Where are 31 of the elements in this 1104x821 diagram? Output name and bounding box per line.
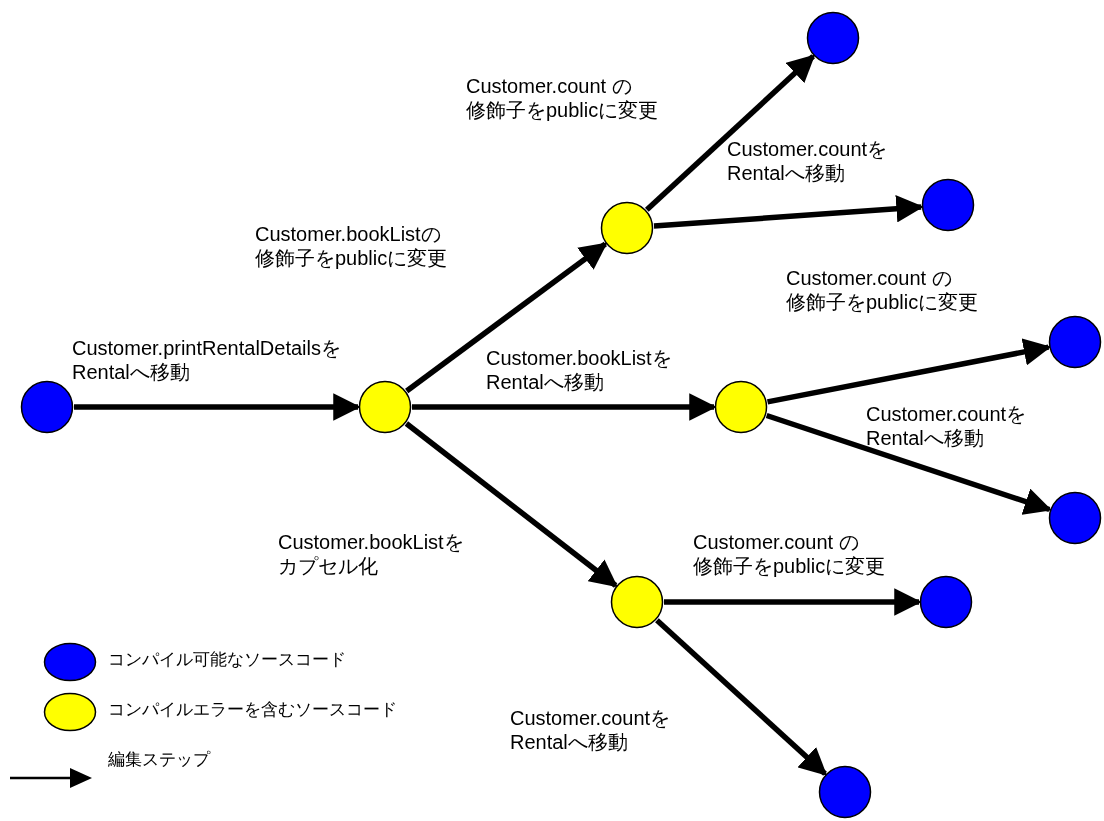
circle-node [921, 178, 975, 232]
legend-text: 編集ステップ [108, 750, 210, 770]
legend-text: コンパイル可能なソースコード [108, 650, 346, 670]
circle-node [806, 11, 860, 65]
circle-node [600, 201, 654, 255]
circle-node [1048, 315, 1102, 369]
arrow [766, 338, 1052, 405]
circle-node [20, 380, 74, 434]
circle-node [919, 575, 973, 629]
edge-label: Customer.printRentalDetailsを Rentalへ移動 [72, 336, 341, 384]
edge-label: Customer.count の修飾子をpublicに変更 [693, 530, 886, 578]
edge-label: Customer.bookListを Rentalへ移動 [486, 346, 672, 394]
edge-label: Customer.bookListをカプセル化 [278, 530, 464, 578]
edge-label: Customer.count の修飾子をpublicに変更 [786, 266, 979, 314]
edge-label: Customer.countを Rentalへ移動 [510, 706, 671, 754]
circle-node [1048, 491, 1102, 545]
circle-node [818, 765, 872, 819]
edge-label: Customer.bookListの修飾子をpublicに変更 [255, 222, 448, 270]
legend-text: コンパイルエラーを含むソースコード [108, 700, 397, 720]
arrow [765, 412, 1052, 515]
arrow [653, 195, 924, 229]
edge-label: Customer.countを Rentalへ移動 [866, 402, 1027, 450]
arrow [645, 54, 816, 212]
circle-node [358, 380, 412, 434]
arrow [655, 618, 828, 776]
circle-node [610, 575, 664, 629]
edge-label: Customer.countを Rentalへ移動 [727, 137, 888, 185]
arrow [405, 241, 608, 394]
arrow [404, 421, 618, 588]
edge-label: Customer.count の修飾子をpublicに変更 [466, 74, 659, 122]
circle-node [714, 380, 768, 434]
